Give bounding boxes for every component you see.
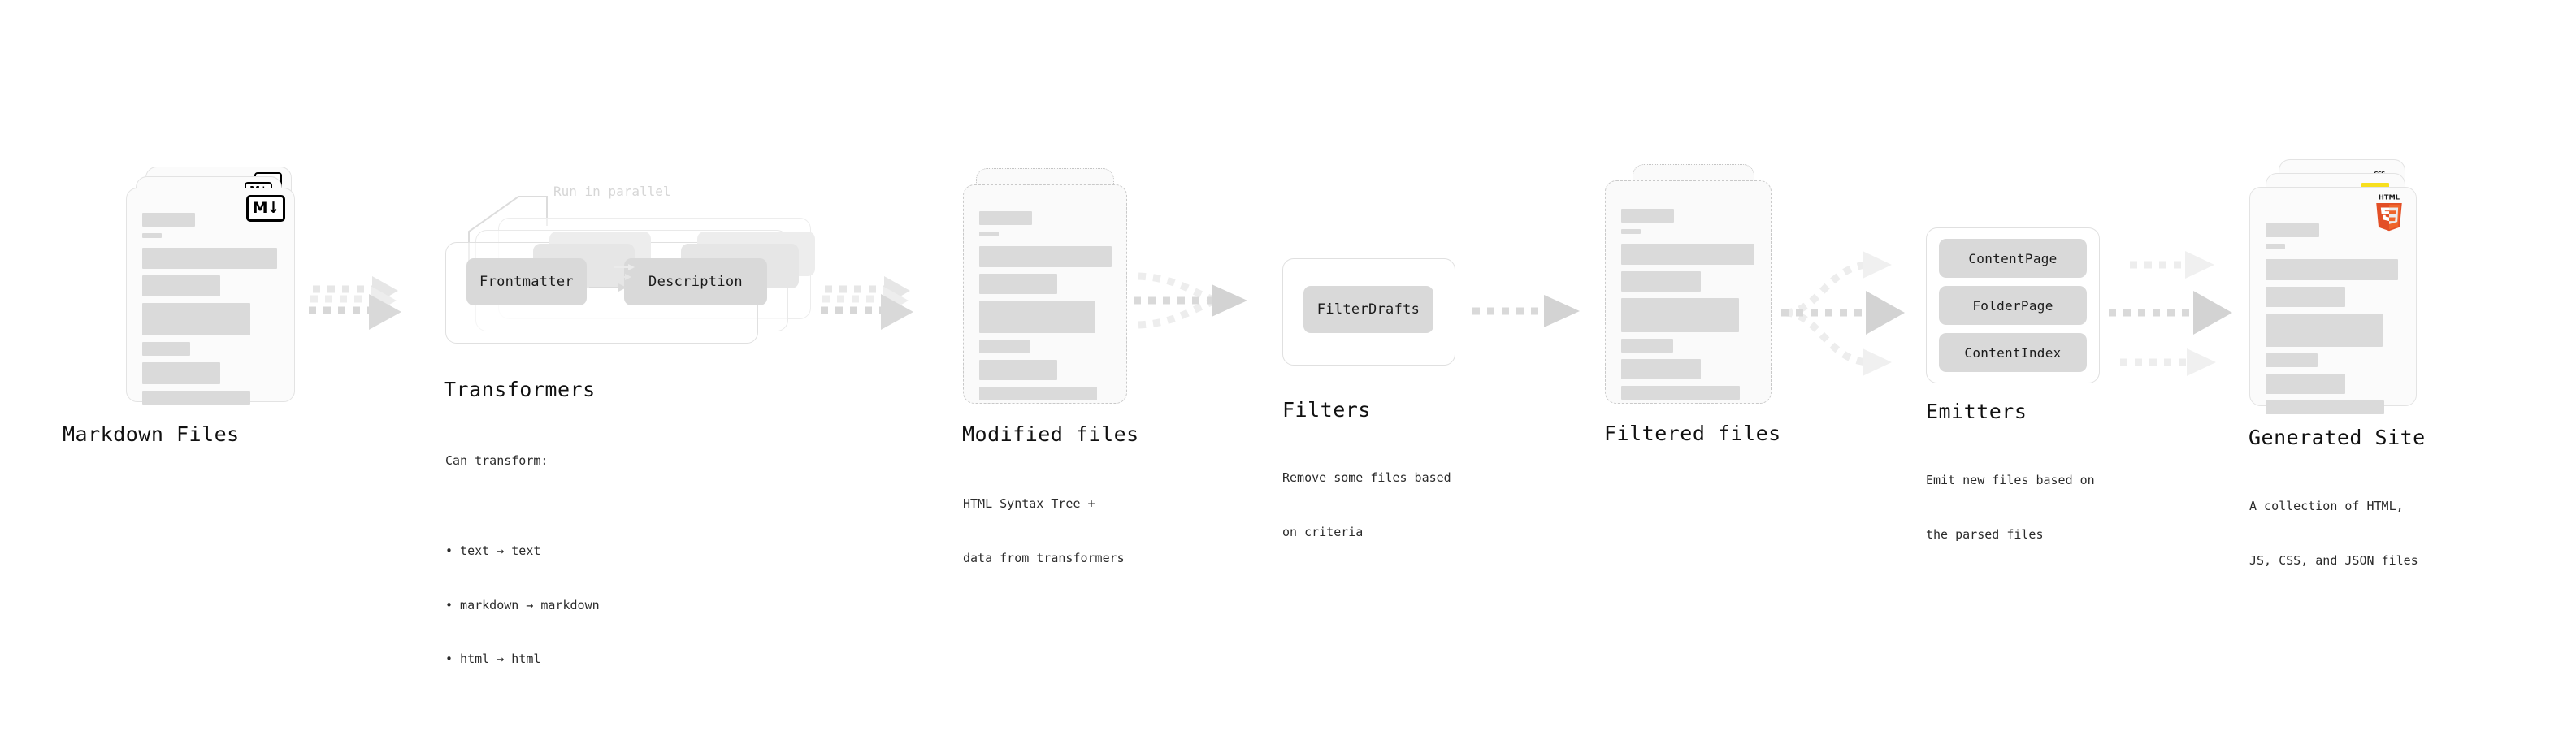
chip-description[interactable]: Description xyxy=(624,258,767,305)
stage-markdown-files: M↓ M↓ M↓ Markdown Files xyxy=(63,167,295,446)
subtitle-line: JS, CSS, and JSON files xyxy=(2249,552,2418,568)
generated-doc-html: HTML xyxy=(2249,187,2417,414)
chip-folderpage[interactable]: FolderPage xyxy=(1939,286,2087,325)
modified-file-stack xyxy=(963,167,1132,404)
doc-content-lines xyxy=(142,213,283,405)
subtitle-line: HTML Syntax Tree + xyxy=(963,496,1095,512)
arrow-markdown-to-transformers xyxy=(309,276,401,330)
html5-icon: HTML xyxy=(2370,193,2408,233)
page-title-transformers: Transformers xyxy=(444,378,596,401)
svg-text:HTML: HTML xyxy=(2379,193,2400,201)
arrow-filters-to-filtered xyxy=(1472,295,1580,327)
arrow-frontmatter-to-description xyxy=(589,264,635,292)
page-title-modified-files: Modified files xyxy=(962,422,1139,446)
page-title-filtered-files: Filtered files xyxy=(1604,422,1781,445)
subtitle-line: data from transformers xyxy=(963,550,1125,565)
transformers-subtitle-heading: Can transform: xyxy=(445,453,549,469)
page-title-emitters: Emitters xyxy=(1926,400,2027,423)
list-item: • markdown → markdown xyxy=(445,597,600,612)
generated-site-description: A collection of HTML, JS, CSS, and JSON … xyxy=(2249,461,2418,606)
run-in-parallel-label: Run in parallel xyxy=(553,184,671,199)
page-title-markdown-files: Markdown Files xyxy=(63,422,240,446)
transformers-description: Can transform: • text → text • markdown … xyxy=(445,416,600,740)
subtitle-line: A collection of HTML, xyxy=(2249,499,2404,514)
filters-description: Remove some files based on criteria xyxy=(1282,433,1451,578)
doc-content-lines xyxy=(1621,209,1759,400)
arrow-transformers-to-modified xyxy=(821,276,913,330)
doc-content-lines xyxy=(2266,223,2405,414)
chip-frontmatter[interactable]: Frontmatter xyxy=(466,258,587,305)
chip-contentpage[interactable]: ContentPage xyxy=(1939,239,2087,278)
list-item: • text → text xyxy=(445,543,541,559)
stage-generated-site: CSS HTML xyxy=(2249,159,2425,568)
transformers-bullet-list: • text → text • markdown → markdown • ht… xyxy=(445,506,600,704)
filtered-file-stack xyxy=(1605,164,1774,404)
modified-files-description: HTML Syntax Tree + data from transformer… xyxy=(963,459,1125,604)
markdown-doc-front: M↓ xyxy=(126,188,295,405)
filtered-doc-front xyxy=(1605,180,1772,404)
subtitle-line: on criteria xyxy=(1282,524,1364,539)
markdown-file-stack: M↓ M↓ M↓ xyxy=(126,167,295,405)
page-title-filters: Filters xyxy=(1282,398,1371,422)
subtitle-line: Emit new files based on xyxy=(1926,473,2095,488)
emitters-description: Emit new files based on the parsed files xyxy=(1926,435,2095,580)
stage-modified-files: Modified files HTML Syntax Tree + data f… xyxy=(962,167,1138,565)
modified-doc-front xyxy=(963,184,1127,404)
pipeline-diagram: M↓ M↓ M↓ Markdown Files xyxy=(63,159,2425,666)
arrow-filtered-to-emitters xyxy=(1781,251,1905,376)
subtitle-line: Remove some files based xyxy=(1282,470,1451,486)
generated-site-stack: CSS HTML xyxy=(2249,159,2418,414)
chip-contentindex[interactable]: ContentIndex xyxy=(1939,333,2087,372)
arrow-emitters-to-site xyxy=(2109,251,2232,376)
doc-content-lines xyxy=(979,211,1115,400)
page-title-generated-site: Generated Site xyxy=(2249,426,2426,449)
arrow-modified-to-filters xyxy=(1134,272,1247,329)
subtitle-line: the parsed files xyxy=(1926,526,2044,542)
chip-filterdrafts[interactable]: FilterDrafts xyxy=(1303,286,1433,333)
list-item: • html → html xyxy=(445,651,541,667)
markdown-icon: M↓ xyxy=(246,195,285,222)
stage-filtered-files: Filtered files xyxy=(1604,164,1780,445)
